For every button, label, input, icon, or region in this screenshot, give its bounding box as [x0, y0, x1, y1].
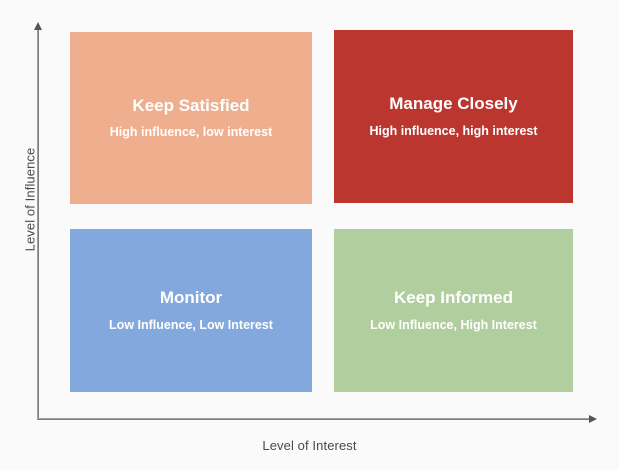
x-axis-line — [37, 418, 593, 420]
y-axis-label: Level of Influence — [22, 147, 38, 252]
quadrant-subtitle: Low Influence, Low Interest — [109, 317, 273, 332]
quadrant-subtitle: High influence, low interest — [109, 125, 273, 140]
quadrant-subtitle: High influence, high interest — [369, 123, 538, 138]
y-axis-arrow-icon — [34, 22, 42, 30]
quadrant-title: Keep Informed — [393, 288, 514, 308]
y-axis-line — [37, 28, 39, 420]
quadrant-manage-closely[interactable]: Manage Closely High influence, high inte… — [334, 30, 573, 203]
x-axis-arrow-icon — [589, 415, 597, 423]
quadrant-subtitle: Low Influence, High Interest — [370, 317, 537, 332]
quadrant-title: Keep Satisfied — [132, 95, 250, 115]
quadrant-keep-informed[interactable]: Keep Informed Low Influence, High Intere… — [334, 229, 573, 392]
quadrant-title: Manage Closely — [389, 94, 518, 114]
quadrant-title: Monitor — [159, 288, 223, 308]
quadrant-keep-satisfied[interactable]: Keep Satisfied High influence, low inter… — [70, 32, 312, 204]
quadrant-monitor[interactable]: Monitor Low Influence, Low Interest — [70, 229, 312, 392]
x-axis-label: Level of Interest — [262, 438, 357, 453]
